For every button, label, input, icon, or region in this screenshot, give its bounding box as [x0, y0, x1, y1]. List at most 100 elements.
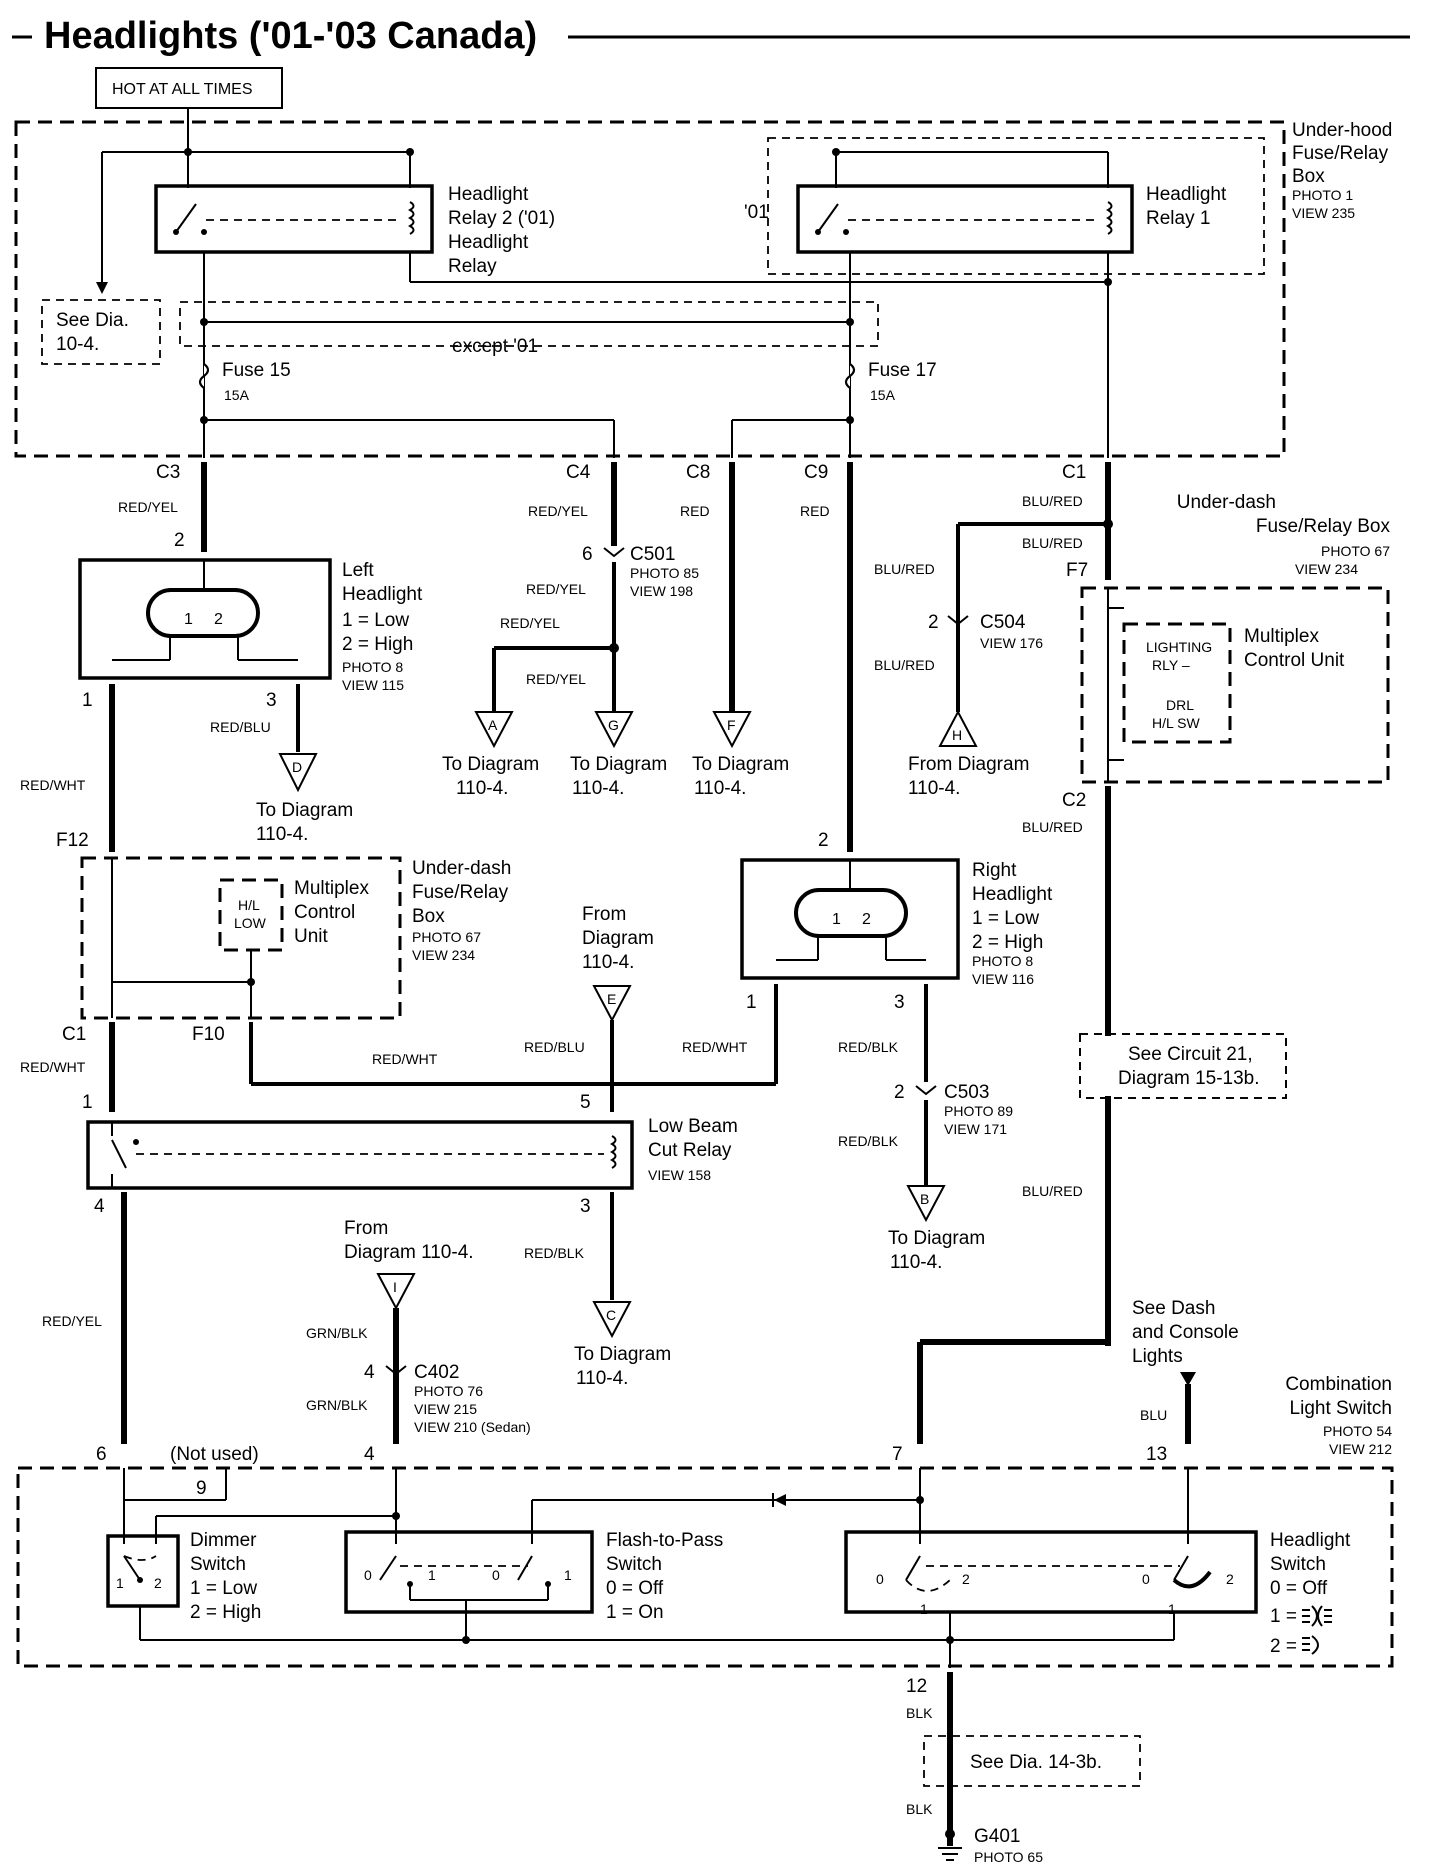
- relay1-label-1: Headlight: [1146, 184, 1227, 205]
- hsw-o-1: 1: [920, 1601, 928, 1617]
- headlight-icon: [1302, 1635, 1319, 1655]
- connector-c1: C1: [1062, 462, 1086, 483]
- connector-c8: C8: [686, 462, 710, 483]
- c504-pin: 2: [928, 612, 939, 633]
- fuse-15-rating: 15A: [224, 387, 250, 403]
- to-diagram-c-1: To Diagram: [574, 1344, 671, 1365]
- c501-photo: PHOTO 85: [630, 565, 699, 581]
- left-hl-pin1: 1: [82, 690, 93, 711]
- low-beam-cut-relay-box: [86, 1120, 634, 1190]
- underhood-view: VIEW 235: [1292, 205, 1355, 221]
- combination-light-switch-box: [16, 1466, 1394, 1668]
- from-diagram-e-1: From: [582, 904, 626, 925]
- c503-name: C503: [944, 1082, 989, 1103]
- wire-label-red-blk-2: RED/BLK: [838, 1133, 899, 1149]
- underdash-mid-name-3: Box: [412, 906, 445, 927]
- underdash-mid-f10: F10: [192, 1024, 225, 1045]
- wire-label-red-yel-1: RED/YEL: [118, 499, 178, 515]
- c402-connector-icon: [385, 1365, 407, 1376]
- low-beam-label-1: Low Beam: [648, 1116, 738, 1137]
- right-headlight-bulb: [794, 888, 908, 938]
- underdash-top-f7: F7: [1066, 560, 1088, 581]
- underdash-mid-f12: F12: [56, 830, 89, 851]
- wire-label-blu-red-2: BLU/RED: [1022, 535, 1083, 551]
- flash-contact-1: [379, 1555, 397, 1581]
- to-diagram-d-1: To Diagram: [256, 800, 353, 821]
- connector-h-letter: H: [952, 727, 962, 743]
- left-headlight-bulb: [146, 588, 260, 638]
- low-beam-view: VIEW 158: [648, 1167, 711, 1183]
- connector-c-letter: C: [606, 1307, 616, 1323]
- dimmer-dot: [137, 1577, 143, 1583]
- connector-g-letter: G: [608, 717, 619, 733]
- low-beam-label-2: Cut Relay: [648, 1140, 732, 1161]
- see-circuit-line-2: Diagram 15-13b.: [1118, 1068, 1260, 1089]
- mcu-top-box: [1122, 622, 1232, 744]
- dash-lights-2: and Console: [1132, 1322, 1239, 1343]
- flash-to-pass-box: [344, 1530, 594, 1614]
- left-hl-low: 1 = Low: [342, 610, 409, 631]
- mcu-mid-name-2: Control: [294, 902, 355, 923]
- mcu-top-drl2: H/L SW: [1152, 715, 1200, 731]
- underdash-top-name-1: Under-dash: [1177, 492, 1276, 513]
- underhood-name-1: Under-hood: [1292, 120, 1392, 141]
- left-hl-high: 2 = High: [342, 634, 413, 655]
- combo-photo: PHOTO 54: [1323, 1423, 1392, 1439]
- from-diagram-h-2: 110-4.: [908, 778, 960, 799]
- combo-pin-7: 7: [892, 1444, 903, 1465]
- combo-label-2: Light Switch: [1290, 1398, 1392, 1419]
- junction-coil-return: [1104, 278, 1112, 286]
- to-diagram-f-2: 110-4.: [694, 778, 746, 799]
- dimmer-switch-box: [106, 1534, 180, 1608]
- junction-mcu-mid: [247, 978, 255, 986]
- hsw-off: 0 = Off: [1270, 1578, 1328, 1599]
- see-dia-b-box: [923, 1735, 1141, 1787]
- hot-at-all-times-label: HOT AT ALL TIMES: [112, 81, 253, 98]
- relay2-coil-icon: [407, 201, 415, 235]
- wire-label-red-wht-4: RED/WHT: [372, 1051, 438, 1067]
- dash-lights-3: Lights: [1132, 1346, 1183, 1367]
- mcu-top-name-2: Control Unit: [1244, 650, 1345, 671]
- left-hl-pin3: 3: [266, 690, 277, 711]
- low-beam-p3: 3: [580, 1196, 591, 1217]
- see-dia-box: [41, 299, 161, 365]
- c503-pin: 2: [894, 1082, 905, 1103]
- relay2-contact-dot-a: [173, 229, 179, 235]
- fuse-15-name: Fuse 15: [222, 360, 291, 381]
- c402-name: C402: [414, 1362, 459, 1383]
- flash-o-2: 1: [564, 1567, 572, 1583]
- hsw-one: 1 =: [1270, 1606, 1297, 1627]
- wire-label-red-yel-2: RED/YEL: [528, 503, 588, 519]
- combo-not-used: (Not used): [170, 1444, 259, 1465]
- right-hl-bulb-1: 1: [832, 911, 841, 928]
- connector-e: [592, 985, 632, 1023]
- arrow-dash-lights: [1180, 1372, 1196, 1386]
- wire-label-red-blu-1: RED/BLU: [210, 719, 271, 735]
- from-diagram-i-1: From: [344, 1218, 388, 1239]
- connector-a: [474, 711, 514, 749]
- underdash-mid-photo: PHOTO 67: [412, 929, 481, 945]
- dimmer-linkage: [123, 1555, 157, 1561]
- mcu-mid-hl: H/L: [238, 897, 260, 913]
- underhood-fuse-relay-box: [14, 120, 1286, 458]
- see-dia-line-2: 10-4.: [56, 334, 99, 355]
- c503-photo: PHOTO 89: [944, 1103, 1013, 1119]
- to-diagram-a-2: 110-4.: [456, 778, 508, 799]
- wire-label-red-blk-3: RED/BLK: [524, 1245, 585, 1261]
- connector-d: [278, 753, 318, 793]
- relay1-01-region: [767, 137, 1265, 275]
- combo-pin-6: 6: [96, 1444, 107, 1465]
- wire-label-blu-red-3: BLU/RED: [874, 561, 935, 577]
- right-hl-photo: PHOTO 8: [972, 953, 1033, 969]
- junction-gnd-flash: [462, 1636, 470, 1644]
- connector-f-letter: F: [727, 717, 736, 733]
- wire-label-red-1: RED: [680, 503, 710, 519]
- to-diagram-a-1: To Diagram: [442, 754, 539, 775]
- junction-jumper-left: [200, 318, 208, 326]
- except-01-region: [179, 301, 879, 347]
- right-hl-pin2: 2: [818, 830, 829, 851]
- flash-label-2: Switch: [606, 1554, 662, 1575]
- low-beam-contact: [111, 1139, 127, 1169]
- wire-label-blu-red-6: BLU/RED: [1022, 1183, 1083, 1199]
- wire-label-blu-red-4: BLU/RED: [874, 657, 935, 673]
